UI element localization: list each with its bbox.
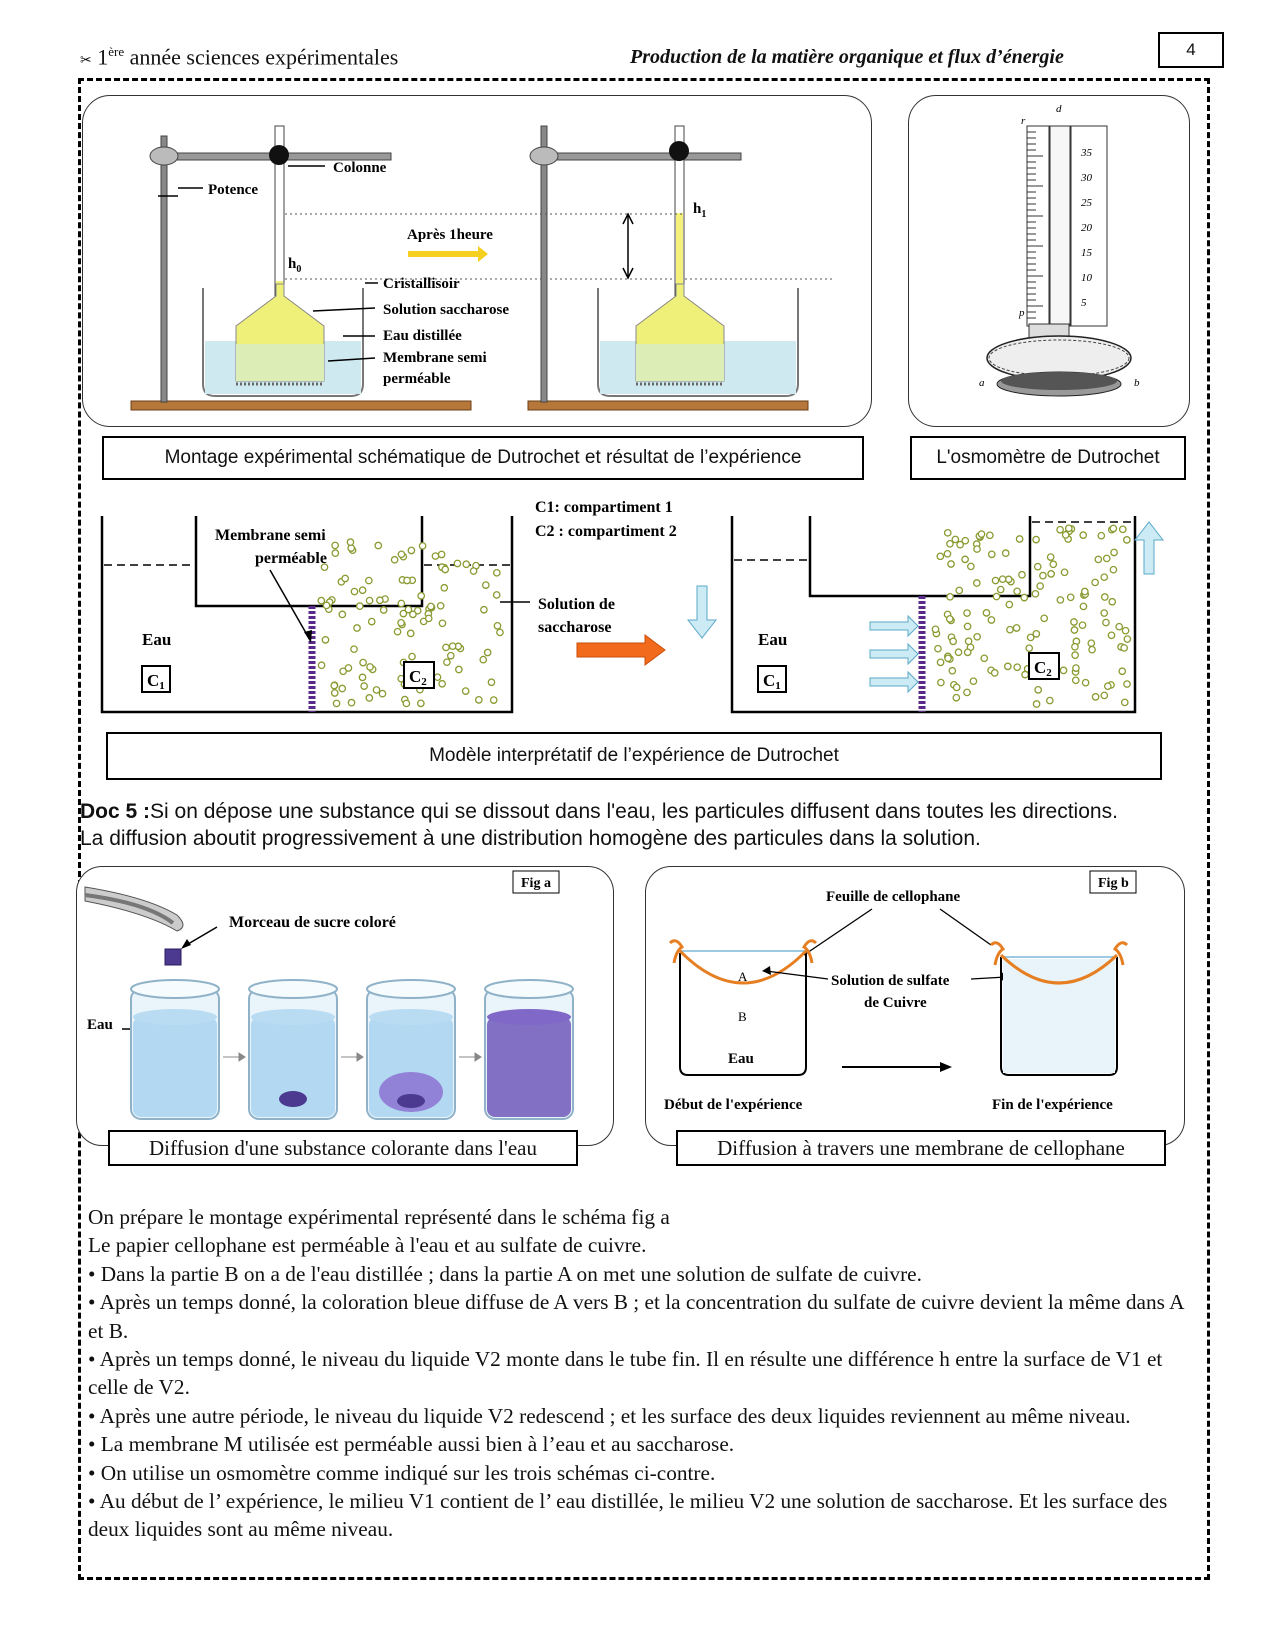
- beaker-icon: [130, 979, 220, 1120]
- doc5-label: Doc 5 :: [80, 800, 151, 823]
- header-title: Production de la matière organique et fl…: [630, 46, 1064, 68]
- fig-b-panel: Fig b Feuille de cellophane A B Eau Solu…: [645, 866, 1185, 1146]
- beaker-icon: [248, 979, 338, 1120]
- eau-distillee-label: Eau distillée: [383, 328, 462, 344]
- apres-label: Après 1heure: [407, 227, 493, 243]
- part-b-label: B: [738, 1009, 747, 1024]
- cristallisoir-label: Cristallisoir: [383, 276, 460, 292]
- fig-a-caption: Diffusion d'une substance colorante dans…: [108, 1130, 578, 1166]
- osmo-scale-value: 10: [1081, 272, 1093, 284]
- page-number: 4: [1158, 32, 1224, 68]
- fig-a-drawing: Fig a Morceau de sucre coloré Eau: [84, 870, 574, 1120]
- model-eau-label: Eau: [142, 630, 171, 649]
- fig-b-solution-label-2: de Cuivre: [864, 995, 927, 1011]
- model-membrane-label-2: perméable: [255, 550, 327, 567]
- body-paragraph: • Après un temps donné, le niveau du liq…: [88, 1347, 1163, 1400]
- osmo-letter-d: d: [1056, 103, 1062, 115]
- legend-c1: C1: compartiment 1: [535, 499, 673, 516]
- level-down-arrow-icon: [686, 585, 718, 639]
- body-paragraph: • Après un temps donné, la coloration bl…: [88, 1290, 1184, 1343]
- membrane-label-2: perméable: [383, 371, 451, 387]
- c1-label: C1: [147, 671, 165, 692]
- h1-label: h1: [693, 201, 706, 220]
- osmo-scale-value: 20: [1081, 222, 1093, 234]
- osmometer-caption: L'osmomètre de Dutrochet: [910, 436, 1186, 480]
- model-eau-label-right: Eau: [758, 630, 787, 649]
- body-paragraph: • La membrane M utilisée est perméable a…: [88, 1432, 735, 1457]
- fig-b-tag: Fig b: [1098, 876, 1129, 891]
- fig-a-eau-label: Eau: [87, 1017, 113, 1033]
- fig-b-drawing: Fig b Feuille de cellophane A B Eau Solu…: [664, 870, 1137, 1113]
- next-step-arrow-icon: [223, 1052, 246, 1062]
- fig-b-solution-label: Solution de sulfate: [831, 973, 950, 989]
- transition-arrow-icon: [576, 634, 666, 666]
- osmo-letter-a: a: [979, 377, 985, 389]
- model-caption: Modèle interprétatif de l’expérience de …: [106, 732, 1162, 780]
- next-step-arrow-icon: [341, 1052, 364, 1062]
- body-paragraph: • Au début de l’ expérience, le milieu V…: [88, 1489, 1168, 1542]
- fig-b-caption: Diffusion à travers une membrane de cell…: [676, 1130, 1166, 1166]
- water-flow-arrows-icon: [869, 614, 919, 694]
- beaker-icon: [366, 979, 456, 1120]
- membrane-label: Membrane semi: [383, 350, 487, 366]
- part-a-label: A: [738, 969, 748, 984]
- osmo-letter-b: b: [1134, 377, 1140, 389]
- osmo-letter-p: p: [1018, 307, 1025, 319]
- colonne-label: Colonne: [333, 160, 387, 176]
- osmo-scale-value: 25: [1081, 197, 1093, 209]
- osmo-scale-value: 35: [1080, 147, 1093, 159]
- sugar-label: Morceau de sucre coloré: [229, 914, 396, 931]
- body-paragraph: • Après une autre période, le niveau du …: [88, 1403, 1131, 1428]
- cellophane-label: Feuille de cellophane: [826, 889, 961, 905]
- osmo-scale-value: 30: [1080, 172, 1093, 184]
- c1-label-right: C1: [763, 671, 781, 692]
- model-solution-label-2: saccharose: [538, 619, 611, 636]
- fig-a-panel: Fig a Morceau de sucre coloré Eau: [76, 866, 614, 1146]
- c2-label-right: C2: [1034, 658, 1052, 679]
- dutrochet-diagram-panel: h0 Potence Colonne Après 1heure Cristall…: [82, 95, 872, 427]
- osmo-scale-value: 15: [1081, 247, 1093, 259]
- osmo-letter-r: r: [1021, 115, 1026, 127]
- dutrochet-diagram: h0 Potence Colonne Après 1heure Cristall…: [130, 125, 833, 411]
- debut-label: Début de l'expérience: [664, 1097, 803, 1113]
- model-membrane-label: Membrane semi: [215, 527, 326, 544]
- scissors-icon: ✂: [80, 53, 92, 69]
- page-frame: [78, 78, 1210, 1580]
- h0-label: h0: [288, 256, 301, 275]
- beaker-icon: [484, 979, 574, 1120]
- potence-label: Potence: [208, 182, 258, 198]
- c2-label: C2: [409, 667, 427, 688]
- doc5-text: Doc 5 :Si on dépose une substance qui se…: [80, 800, 1118, 850]
- model-diagram: Membrane semi perméable Eau C1 C2 Soluti…: [100, 499, 1165, 714]
- header-level: ✂ 1ère année sciences expérimentales: [80, 44, 399, 70]
- body-paragraph: Le papier cellophane est perméable à l'e…: [88, 1233, 647, 1258]
- legend-c2: C2 : compartiment 2: [535, 523, 677, 540]
- body-paragraph: On prépare le montage expérimental repré…: [88, 1205, 670, 1229]
- fin-label: Fin de l'expérience: [992, 1097, 1113, 1113]
- level-up-arrow-icon: [1133, 521, 1165, 575]
- sugar-cube-icon: [164, 948, 182, 966]
- body-text: On prépare le montage expérimental repré…: [88, 1203, 1203, 1544]
- fig-b-eau-label: Eau: [728, 1051, 754, 1067]
- body-paragraph: • Dans la partie B on a de l'eau distill…: [88, 1261, 922, 1286]
- solution-label: Solution saccharose: [383, 302, 509, 318]
- osmo-scale-value: 5: [1081, 297, 1087, 309]
- model-solution-label: Solution de: [538, 596, 615, 613]
- body-paragraph: • On utilise un osmomètre comme indiqué …: [88, 1460, 716, 1485]
- fig-a-tag: Fig a: [521, 876, 551, 891]
- dutrochet-caption: Montage expérimental schématique de Dutr…: [102, 436, 864, 480]
- next-step-arrow-icon: [459, 1052, 482, 1062]
